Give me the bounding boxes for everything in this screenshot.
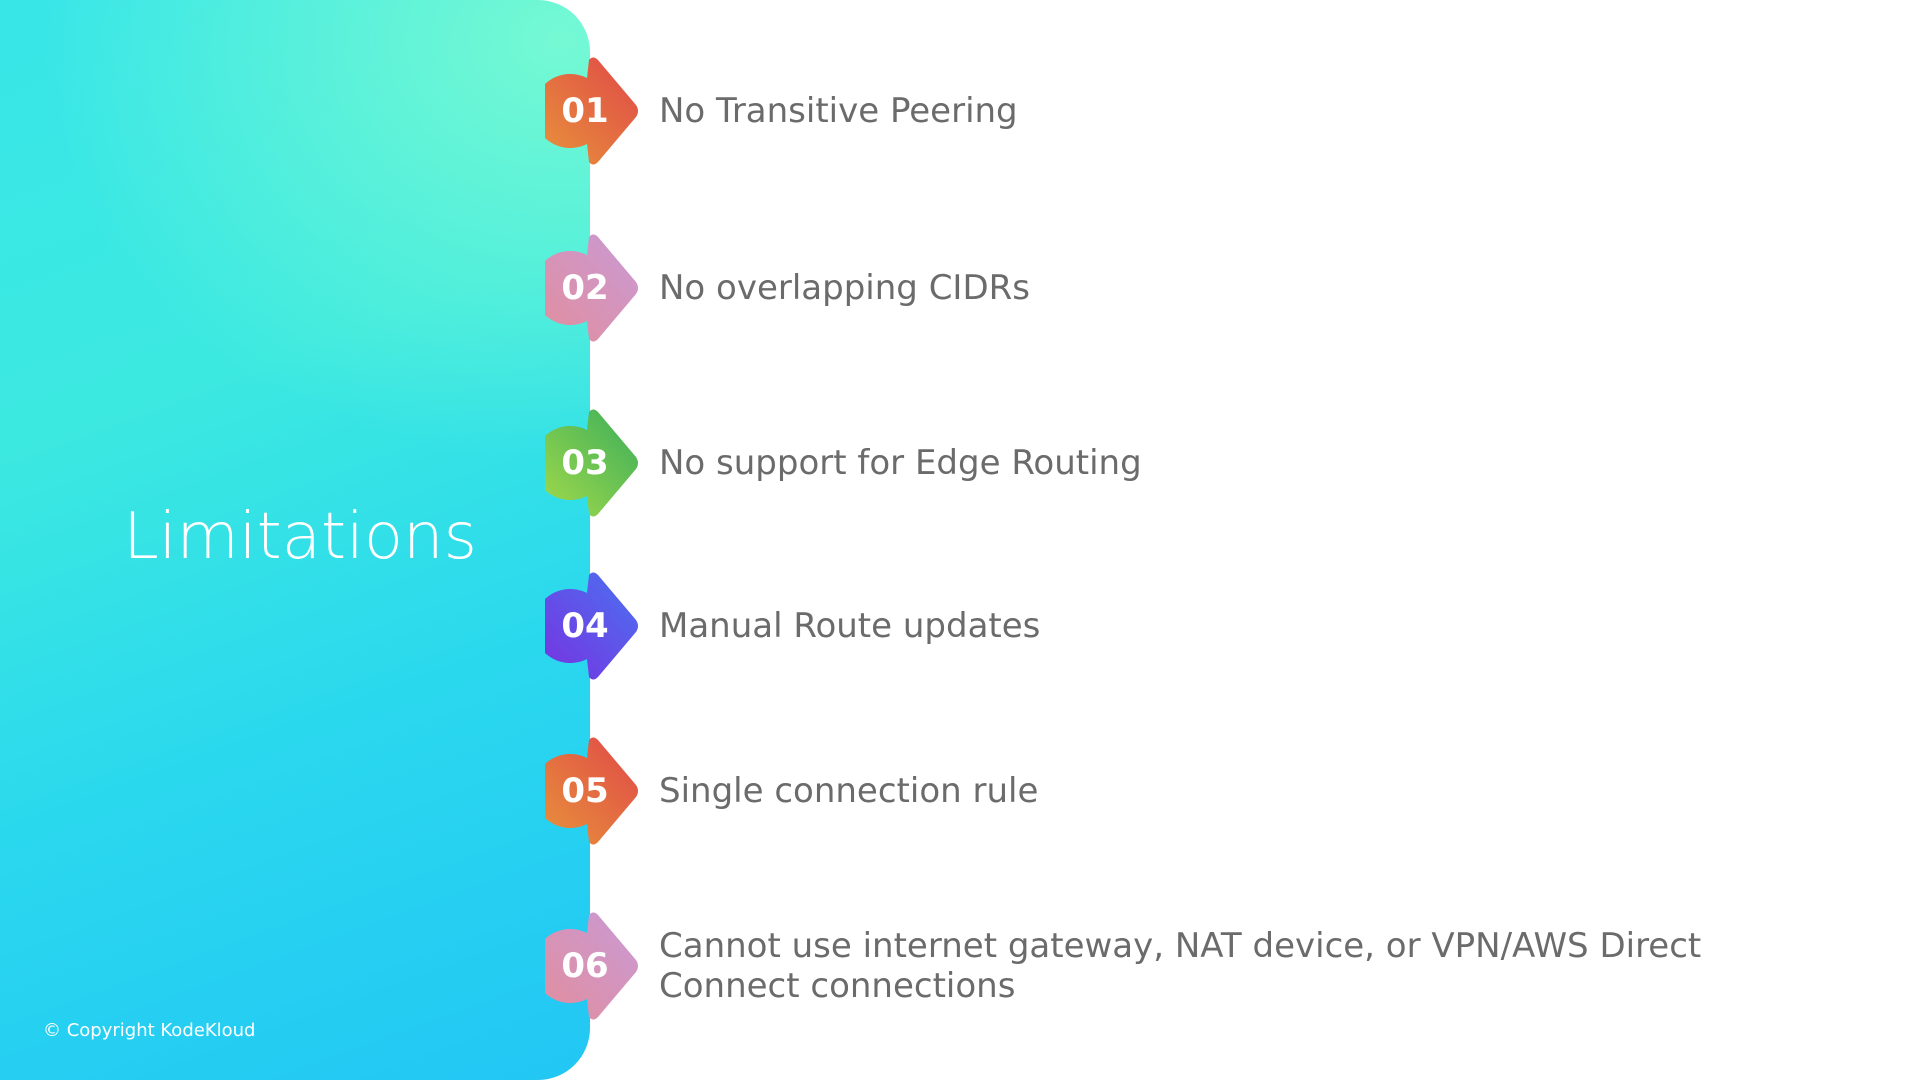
number-badge-arrow-icon	[545, 737, 638, 845]
number-badge-arrow-icon	[545, 912, 638, 1020]
limitation-item: 03 No support for Edge Routing	[545, 403, 1845, 523]
slide-title: Limitations	[123, 500, 477, 574]
number-badge-arrow-icon	[545, 57, 638, 165]
item-number: 05	[561, 771, 609, 811]
copyright: © Copyright KodeKloud	[43, 1020, 256, 1041]
limitation-item: 04 Manual Route updates	[545, 566, 1845, 686]
limitation-item: 01 No Transitive Peering	[545, 51, 1845, 171]
number-badge-arrow-icon	[545, 409, 638, 517]
limitation-item: 05 Single connection rule	[545, 731, 1845, 851]
item-text: Manual Route updates	[659, 606, 1041, 646]
number-badge-arrow-icon	[545, 572, 638, 680]
title-panel	[0, 0, 590, 1080]
item-number: 06	[561, 946, 609, 986]
number-badge-arrow-icon	[545, 234, 638, 342]
item-text: Single connection rule	[659, 771, 1039, 811]
limitation-item: 06 Cannot use internet gateway, NAT devi…	[545, 906, 1845, 1026]
limitation-item: 02 No overlapping CIDRs	[545, 228, 1845, 348]
item-text: No Transitive Peering	[659, 91, 1018, 131]
item-number: 01	[561, 91, 609, 131]
item-number: 04	[561, 606, 609, 646]
item-text: No overlapping CIDRs	[659, 268, 1030, 308]
item-number: 03	[561, 443, 609, 483]
item-text: Cannot use internet gateway, NAT device,…	[659, 926, 1702, 1006]
item-number: 02	[561, 268, 609, 308]
item-text: No support for Edge Routing	[659, 443, 1142, 483]
